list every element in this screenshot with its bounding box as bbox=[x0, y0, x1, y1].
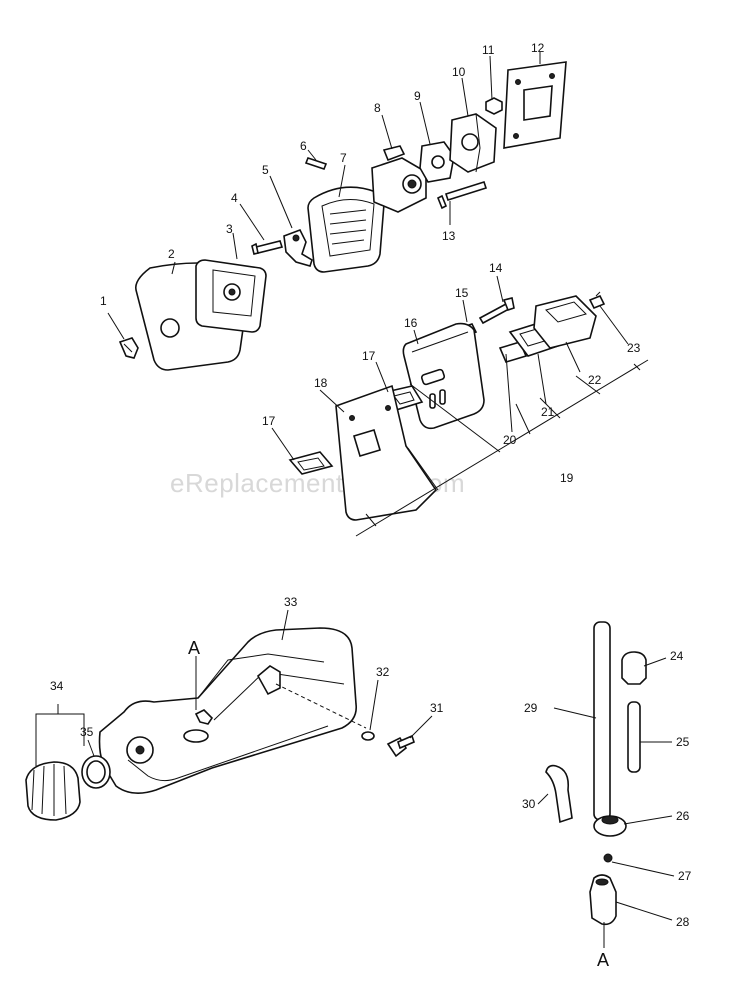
part-16-muffler bbox=[402, 322, 485, 430]
part-27-ball bbox=[603, 853, 613, 863]
label-6: 6 bbox=[300, 139, 307, 153]
part-31-bolt bbox=[386, 734, 415, 758]
part-34-fuel-cap bbox=[25, 761, 81, 821]
label-25: 25 bbox=[676, 735, 690, 749]
part-24-filter bbox=[621, 651, 647, 685]
label-ref-A-tank: A bbox=[188, 638, 200, 658]
label-30: 30 bbox=[522, 797, 536, 811]
label-17-upper: 17 bbox=[362, 349, 376, 363]
label-ref-A-fuel: A bbox=[597, 950, 609, 970]
part-12-gasket bbox=[503, 61, 567, 149]
label-35: 35 bbox=[80, 725, 94, 739]
label-14: 14 bbox=[489, 261, 503, 275]
label-13: 13 bbox=[442, 229, 456, 243]
bracket-19 bbox=[355, 359, 649, 537]
label-17-lower: 17 bbox=[262, 414, 276, 428]
label-24: 24 bbox=[670, 649, 684, 663]
label-28: 28 bbox=[676, 915, 690, 929]
leader-35 bbox=[87, 739, 95, 757]
part-35-gasket bbox=[81, 755, 111, 789]
part-6-pin bbox=[304, 157, 328, 170]
bracket-34 bbox=[35, 704, 85, 766]
label-34: 34 bbox=[50, 679, 64, 693]
leader-32 bbox=[369, 679, 379, 731]
leader-lines-fuel bbox=[537, 657, 675, 921]
part-7-base-plate bbox=[307, 186, 385, 273]
label-21: 21 bbox=[541, 405, 555, 419]
label-31: 31 bbox=[430, 701, 444, 715]
part-23-screw bbox=[588, 291, 606, 310]
part-11-nut bbox=[485, 97, 503, 115]
part-29-fuel-line bbox=[593, 621, 611, 821]
dash-line-tank bbox=[275, 683, 367, 729]
label-22: 22 bbox=[588, 373, 602, 387]
part-3-filter-element bbox=[195, 259, 267, 333]
label-1: 1 bbox=[100, 294, 107, 308]
part-13-screw bbox=[436, 181, 488, 210]
label-3: 3 bbox=[226, 222, 233, 236]
label-19: 19 bbox=[560, 471, 574, 485]
label-27: 27 bbox=[678, 869, 692, 883]
label-5: 5 bbox=[262, 163, 269, 177]
part-9-gasket bbox=[419, 141, 455, 183]
part-32-washer bbox=[361, 731, 375, 741]
label-12: 12 bbox=[531, 41, 545, 55]
label-32: 32 bbox=[376, 665, 390, 679]
part-14-bolt bbox=[478, 297, 515, 325]
label-10: 10 bbox=[452, 65, 466, 79]
part-10-insulator bbox=[449, 113, 497, 173]
label-29: 29 bbox=[524, 701, 538, 715]
part-28-fuel-filter-weight bbox=[589, 874, 617, 926]
leader-lines-upper bbox=[107, 52, 629, 461]
label-20: 20 bbox=[503, 433, 517, 447]
part-25-hose bbox=[627, 701, 641, 773]
part-22-spark-arrester-cover bbox=[533, 295, 597, 349]
leader-31 bbox=[409, 715, 433, 739]
label-23: 23 bbox=[627, 341, 641, 355]
label-2: 2 bbox=[168, 247, 175, 261]
part-1-knob bbox=[118, 337, 139, 359]
part-30-hose bbox=[545, 764, 573, 824]
label-9: 9 bbox=[414, 89, 421, 103]
part-18-heat-shield bbox=[335, 384, 438, 521]
label-18: 18 bbox=[314, 376, 328, 390]
part-4-bolt bbox=[251, 240, 284, 255]
leader-33 bbox=[281, 609, 289, 641]
label-8: 8 bbox=[374, 101, 381, 115]
part-5-bracket bbox=[283, 228, 313, 267]
label-4: 4 bbox=[231, 191, 238, 205]
label-16: 16 bbox=[404, 316, 418, 330]
label-33: 33 bbox=[284, 595, 298, 609]
part-26-grommet bbox=[593, 815, 627, 837]
part-8-carburetor bbox=[371, 145, 427, 213]
label-26: 26 bbox=[676, 809, 690, 823]
part-17-gasket-lower bbox=[288, 451, 334, 475]
part-33-fuel-tank bbox=[98, 627, 358, 794]
label-7: 7 bbox=[340, 151, 347, 165]
label-11: 11 bbox=[482, 43, 495, 57]
label-15: 15 bbox=[455, 286, 469, 300]
